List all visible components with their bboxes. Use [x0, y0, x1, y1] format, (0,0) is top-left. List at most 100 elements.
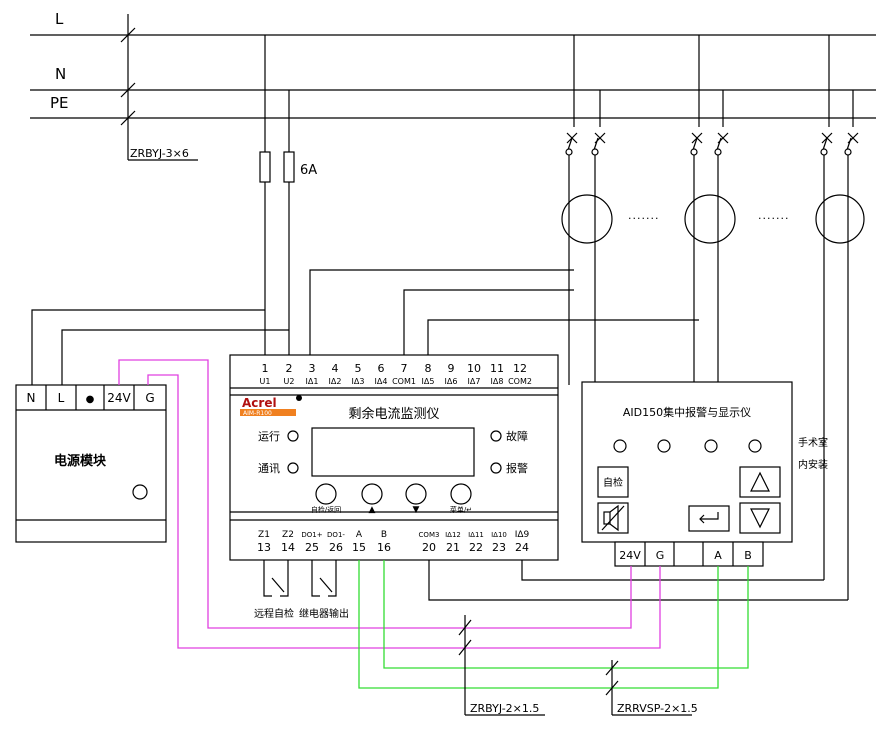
bottom-terminal-label: B [381, 530, 387, 540]
remote-selftest-label: 远程自检 [254, 607, 294, 620]
display-selftest-label: 自检 [603, 476, 623, 489]
led-run-label: 运行 [258, 430, 280, 443]
fuse-label: 6A [300, 163, 317, 178]
side-note-1: 手术室 [798, 436, 828, 449]
power-wiring-24v-g [118, 359, 661, 649]
cable-ticks [458, 615, 692, 716]
up-arrow-button[interactable] [739, 466, 781, 498]
bus-label-n: N [55, 65, 66, 83]
bottom-terminal-label: Z1 [258, 530, 270, 540]
pm-terminal-g: G [145, 391, 154, 405]
bottom-terminal-label: IΔ11 [468, 531, 484, 539]
display-terminal-a: A [714, 549, 722, 562]
top-terminal-number: 3 [309, 362, 316, 375]
mute-icon [601, 504, 625, 532]
led-comm-indicator [287, 462, 299, 474]
selftest-button[interactable] [315, 483, 337, 505]
power-module-title: 电源模块 [54, 453, 107, 469]
bottom-terminal-label: IΔ9 [515, 530, 530, 540]
top-terminal-label: COM1 [392, 377, 416, 386]
down-button[interactable] [405, 483, 427, 505]
led-alarm-label: 报警 [506, 461, 528, 475]
contacts [263, 560, 337, 597]
display-title: AID150集中报警与显示仪 [623, 405, 751, 419]
monitor-device [229, 354, 559, 561]
bottom-terminal-number: 21 [446, 541, 460, 554]
pm-terminal-l: L [58, 391, 65, 405]
bottom-terminal-label: COM3 [419, 531, 440, 539]
acrel-bar [240, 409, 296, 416]
triangle-down-icon [750, 508, 770, 529]
display-selftest-button[interactable] [597, 466, 629, 498]
top-terminal-label: IΔ7 [468, 377, 481, 386]
top-terminal-number: 6 [378, 362, 385, 375]
cable-label-bus1: ZRBYJ-2×1.5 [470, 702, 539, 715]
bottom-terminal-label: Z2 [282, 530, 294, 540]
dots-2: ······· [758, 212, 789, 225]
up-button[interactable] [361, 483, 383, 505]
top-terminal-label: U1 [260, 377, 271, 386]
monitor-terminals-bottom: Z113Z214DO1+25DO1-26A15B16COM320IΔ1221IΔ… [257, 530, 530, 554]
pm-terminal-24v: 24V [107, 391, 131, 405]
bottom-terminal-number: 16 [377, 541, 391, 554]
top-terminal-number: 1 [262, 362, 269, 375]
top-terminal-label: IΔ1 [306, 377, 319, 386]
top-terminal-number: 12 [513, 362, 527, 375]
model-label: AIM-R100 [243, 410, 272, 417]
top-terminal-label: COM2 [508, 377, 532, 386]
display-terminal-24v: 24V [619, 549, 641, 562]
top-terminal-number: 10 [467, 362, 481, 375]
bottom-terminal-number: 22 [469, 541, 483, 554]
ct-leads [309, 269, 699, 355]
bottom-terminal-number: 20 [422, 541, 436, 554]
power-module [15, 384, 167, 543]
triangle-up-icon [750, 471, 770, 492]
top-terminal-number: 4 [332, 362, 339, 375]
top-terminal-label: IΔ2 [329, 377, 342, 386]
menu-button[interactable] [450, 483, 472, 505]
cable-label-bus2: ZRRVSP-2×1.5 [617, 702, 698, 715]
bottom-terminal-number: 25 [305, 541, 319, 554]
monitor-terminals-top: 1U12U23IΔ14IΔ25IΔ36IΔ47COM18IΔ59IΔ610IΔ7… [260, 362, 532, 386]
bus-label-pe: PE [50, 94, 69, 112]
fuses [259, 35, 295, 355]
top-terminal-label: IΔ5 [422, 377, 435, 386]
top-terminal-number: 9 [448, 362, 455, 375]
top-terminal-label: U2 [284, 377, 295, 386]
up-icon: ▲ [369, 505, 376, 515]
bottom-terminal-label: IΔ12 [445, 531, 461, 539]
branch-circuits [561, 35, 865, 600]
pm-terminal-earth: ● [86, 394, 95, 405]
top-terminal-label: IΔ6 [445, 377, 458, 386]
pm-terminal-n: N [27, 391, 36, 405]
top-terminal-number: 2 [286, 362, 293, 375]
bottom-terminal-number: 13 [257, 541, 271, 554]
led-run-indicator [287, 430, 299, 442]
top-terminal-number: 5 [355, 362, 362, 375]
top-terminal-label: IΔ4 [375, 377, 388, 386]
bottom-terminal-number: 26 [329, 541, 343, 554]
down-arrow-button[interactable] [739, 502, 781, 534]
top-terminal-number: 8 [425, 362, 432, 375]
display-terminal-b: B [744, 549, 752, 562]
bottom-terminal-number: 24 [515, 541, 529, 554]
monitor-to-branch-wires [428, 560, 848, 601]
bottom-terminal-label: DO1+ [301, 531, 322, 539]
down-icon: ▼ [413, 505, 420, 515]
bus-label-l: L [55, 10, 64, 28]
led-alarm-indicator [490, 462, 502, 474]
led-fault-label: 故障 [506, 429, 528, 443]
monitor-title: 剩余电流监测仪 [348, 406, 439, 422]
relay-output-label: 继电器输出 [299, 607, 349, 620]
power-feed-lines [31, 309, 289, 385]
cable-label-main: ZRBYJ-3×6 [130, 147, 189, 160]
enter-button[interactable] [688, 505, 730, 532]
top-terminal-label: IΔ8 [491, 377, 504, 386]
bottom-terminal-number: 14 [281, 541, 295, 554]
bus-lines [30, 14, 876, 161]
bottom-terminal-label: A [356, 530, 363, 540]
bottom-terminal-number: 15 [352, 541, 366, 554]
enter-icon [699, 512, 719, 524]
dots-1: ······· [628, 212, 659, 225]
